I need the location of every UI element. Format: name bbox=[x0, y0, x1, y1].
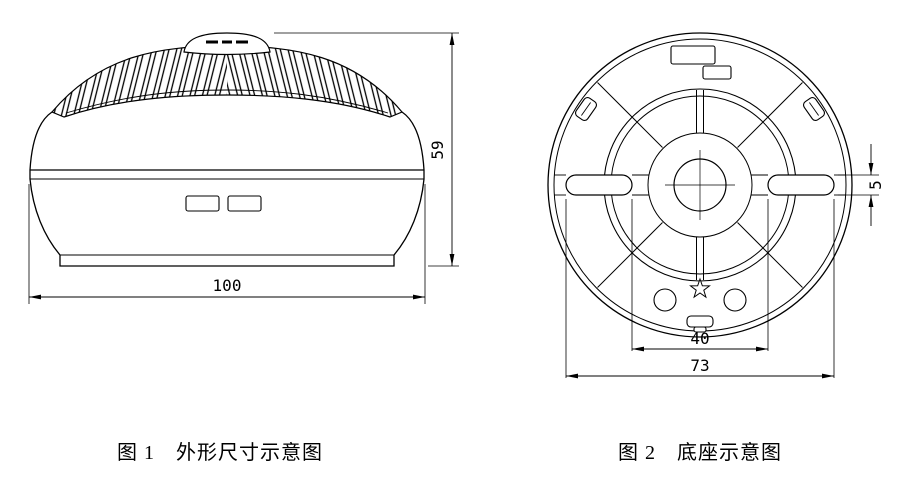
indicator-windows bbox=[185, 195, 262, 212]
locking-clip-left bbox=[574, 96, 598, 122]
figure1-side-view: 59 100 bbox=[28, 32, 459, 304]
dim-width-label: 100 bbox=[213, 276, 242, 295]
base-outer-circle bbox=[547, 32, 853, 338]
detector-skirt bbox=[29, 170, 425, 267]
screw-hole-left bbox=[653, 288, 677, 312]
figure1-caption: 图 1 外形尺寸示意图 bbox=[117, 442, 323, 464]
dome-side-left bbox=[29, 111, 53, 171]
louver-band bbox=[51, 45, 403, 118]
dim-slot-width-label: 5 bbox=[866, 180, 885, 190]
crosshair bbox=[665, 150, 735, 220]
figure2-caption: 图 2 底座示意图 bbox=[618, 442, 782, 464]
figure2-base-view: 5 40 73 bbox=[547, 32, 885, 379]
terminal-cutouts bbox=[670, 45, 732, 80]
bottom-notch bbox=[686, 315, 714, 333]
radial-ribs bbox=[597, 82, 803, 288]
dim-height-label: 59 bbox=[428, 140, 447, 159]
louver-tier-line bbox=[65, 89, 389, 114]
dome-side-right bbox=[401, 111, 425, 171]
mounting-slot-right bbox=[767, 174, 835, 196]
figure1-dimension-lines bbox=[28, 32, 459, 304]
hub-circle bbox=[647, 132, 753, 238]
star-mark bbox=[689, 277, 711, 299]
locking-clip-right bbox=[802, 96, 826, 122]
detector-top-cap bbox=[183, 32, 271, 56]
screw-hole-right bbox=[723, 288, 747, 312]
dim-inner-span-label: 40 bbox=[690, 329, 709, 348]
mounting-slot-left bbox=[565, 174, 633, 196]
figure2-dimension-lines bbox=[565, 144, 879, 379]
dim-outer-span-label: 73 bbox=[690, 356, 709, 375]
